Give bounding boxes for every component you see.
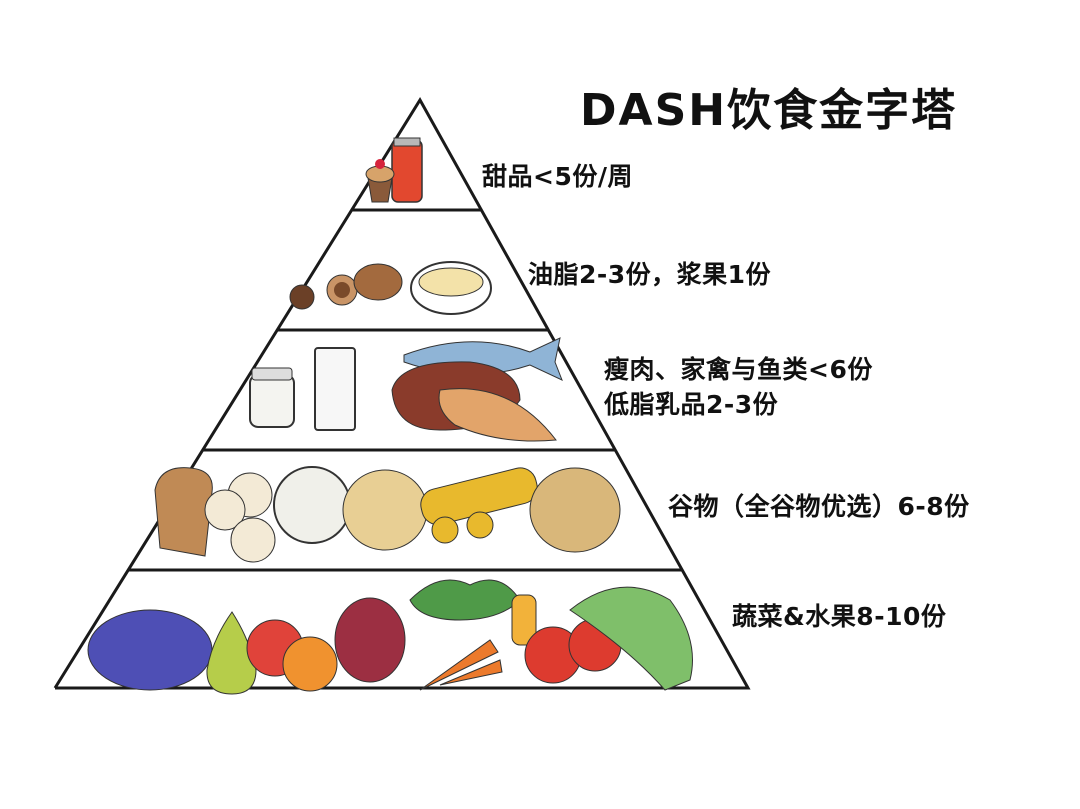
chicken-breast <box>438 388 557 442</box>
tier-label-protein: 瘦肉、家禽与鱼类<6份 <box>604 355 873 384</box>
sweets-illustration <box>365 137 423 203</box>
grapes <box>334 597 406 683</box>
cabbage <box>569 586 693 691</box>
protein-dairy-illustration <box>249 337 563 442</box>
tier-label-grains: 谷物（全谷物优选）6-8份 <box>668 492 970 521</box>
oats <box>529 467 621 553</box>
page-title: DASH饮食金字塔 <box>580 85 958 136</box>
rice-bowl <box>273 466 351 544</box>
carrot <box>419 639 499 691</box>
blueberries <box>87 609 213 691</box>
orange <box>282 636 338 692</box>
corn-slice <box>431 516 459 544</box>
milk-glass <box>314 347 356 431</box>
grains-illustration <box>154 466 621 563</box>
tier-label-oils-nuts: 油脂2-3份，浆果1份 <box>528 260 772 289</box>
pepper <box>511 594 537 646</box>
bread-slice <box>154 467 213 557</box>
corn-slice <box>466 511 494 539</box>
jam-jar <box>391 139 423 203</box>
yogurt-jar <box>249 374 295 428</box>
carrot <box>439 659 503 686</box>
noodles <box>342 469 428 551</box>
pyramid-edges <box>53 97 751 690</box>
nuts-oil-illustration <box>289 261 492 315</box>
tier-label-fruits-vegetables: 蔬菜&水果8-10份 <box>732 602 947 631</box>
tier-label-sweets: 甜品<5份/周 <box>482 162 633 191</box>
pyramid-outline <box>53 97 751 690</box>
tier-label-dairy: 低脂乳品2-3份 <box>604 390 779 419</box>
leafy-greens <box>409 579 521 621</box>
walnut <box>289 284 315 310</box>
steamed-bun <box>204 489 246 531</box>
steamed-bun <box>230 517 276 563</box>
walnut-kernels <box>353 263 403 301</box>
fruits-vegetables-illustration <box>87 579 693 695</box>
